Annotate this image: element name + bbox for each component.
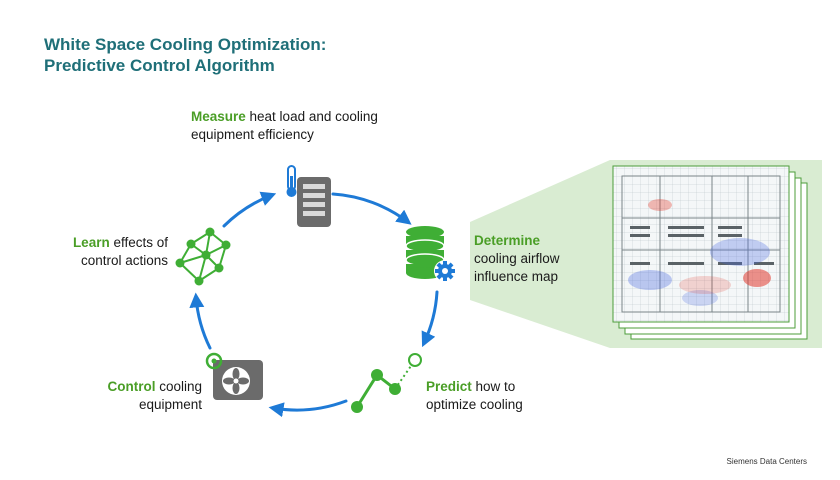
step-predict: Predict how to optimize cooling	[426, 378, 523, 414]
measure-keyword: Measure	[191, 109, 246, 124]
measure-text-1: heat load and cooling	[245, 109, 378, 124]
database-gear-icon	[405, 226, 456, 282]
arrow-determine-to-predict	[421, 290, 439, 348]
control-text-1: cooling	[155, 379, 202, 394]
learn-text-2: control actions	[80, 253, 168, 268]
step-control: Control cooling equipment	[86, 378, 202, 414]
arrow-measure-to-determine	[331, 192, 412, 225]
title-line-1: White Space Cooling Optimization:	[44, 35, 327, 54]
predict-text-1: how to	[471, 379, 516, 394]
determine-text-3: influence map	[474, 269, 559, 284]
control-keyword: Control	[107, 379, 156, 394]
determine-text-2: cooling airflow	[474, 251, 560, 266]
arrow-control-to-learn	[189, 292, 212, 350]
step-determine: Determine cooling airflow influence map	[474, 232, 560, 286]
footer-source: Siemens Data Centers	[726, 457, 807, 466]
measure-text-2: equipment efficiency	[191, 127, 314, 142]
control-text-2: equipment	[138, 397, 202, 412]
fan-unit-icon	[205, 352, 263, 400]
thermometer-server-icon	[286, 165, 331, 227]
title-line-2: Predictive Control Algorithm	[44, 56, 275, 75]
learn-text-1: effects of	[109, 235, 168, 250]
arrow-learn-to-measure	[222, 191, 277, 228]
step-measure: Measure heat load and cooling equipment …	[191, 108, 378, 144]
influence-map	[612, 165, 790, 323]
predict-text-2: optimize cooling	[426, 397, 523, 412]
influence-map-stack	[612, 165, 808, 340]
trend-nodes-icon	[351, 353, 422, 413]
step-learn: Learn effects of control actions	[40, 234, 168, 270]
network-mesh-icon	[175, 227, 231, 286]
determine-keyword: Determine	[474, 233, 541, 248]
predict-keyword: Predict	[426, 379, 472, 394]
learn-keyword: Learn	[72, 235, 110, 250]
page-title: White Space Cooling Optimization: Predic…	[44, 34, 326, 76]
arrow-predict-to-control	[268, 399, 348, 418]
cycle-arrows	[189, 191, 439, 418]
